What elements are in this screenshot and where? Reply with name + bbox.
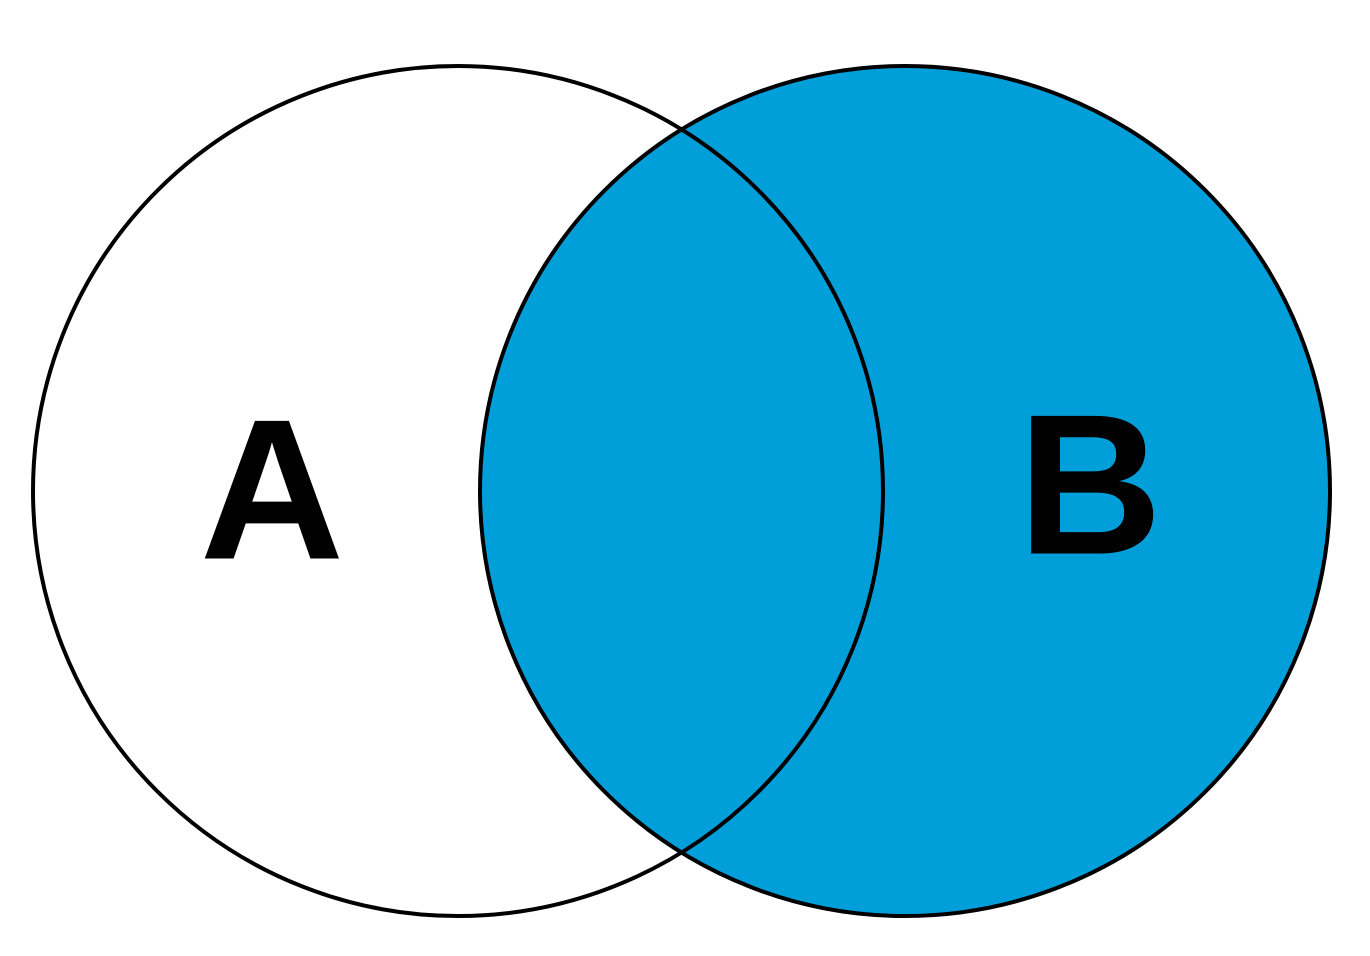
set-a-label: A: [200, 379, 344, 602]
set-b-circle: [478, 64, 1332, 918]
set-a-circle: [31, 64, 885, 918]
set-b-label: B: [1018, 374, 1162, 597]
